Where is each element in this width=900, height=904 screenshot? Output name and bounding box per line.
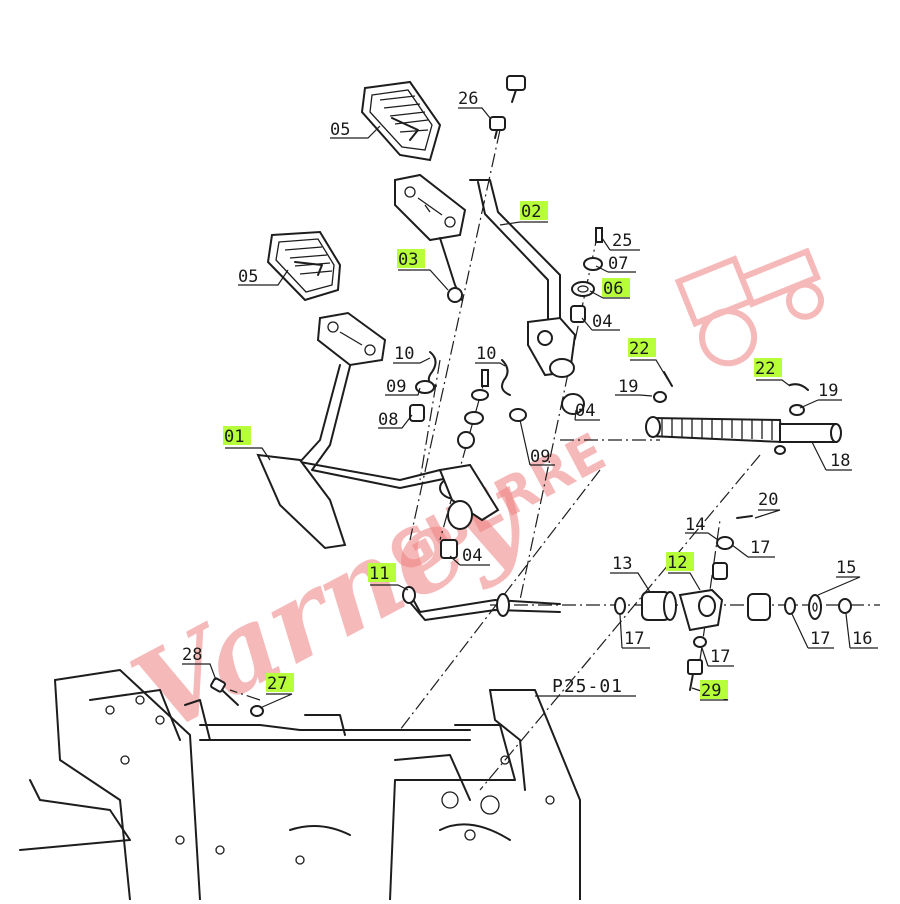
callout-washer-17d: 17 — [810, 629, 830, 649]
callout-washer-09b: 09 — [530, 447, 550, 467]
callout-pad-lower: 05 — [238, 267, 258, 287]
pedal-01-part — [256, 364, 500, 550]
callout-pin-25: 25 — [612, 231, 632, 251]
rod-11-part — [402, 586, 561, 621]
callout-washer-17c: 17 — [710, 647, 730, 667]
callout-washer-19a: 19 — [618, 377, 638, 397]
callout-bolt-top: 26 — [458, 89, 478, 109]
callout-washer-27: 27 — [267, 674, 287, 694]
callout-bush-13: 13 — [612, 554, 632, 574]
callout-nut-16: 16 — [852, 629, 872, 649]
callout-washer-19b: 19 — [818, 381, 838, 401]
callout-washer-15: 15 — [836, 558, 856, 578]
callout-bush-04c: 04 — [462, 546, 482, 566]
arm-02-part — [469, 179, 577, 378]
callout-plate-03: 03 — [398, 250, 418, 270]
callout-pin-22b: 22 — [755, 359, 775, 379]
reference-code-label: P25-01 — [552, 676, 623, 697]
callout-washer-06: 06 — [603, 279, 623, 299]
callout-bolt-29: 29 — [701, 681, 721, 701]
callout-pin-20: 20 — [758, 490, 778, 510]
callout-bush-04a: 04 — [592, 312, 612, 332]
frame-part — [19, 669, 581, 901]
leader-lines — [182, 107, 878, 709]
right-assembly-parts — [614, 515, 852, 691]
callout-washer-09a: 09 — [386, 377, 406, 397]
callout-rod-11: 11 — [369, 564, 389, 584]
callout-arm-02: 02 — [521, 202, 541, 222]
bolt-top-part — [489, 75, 526, 139]
shaft-18-part — [645, 371, 842, 455]
pedal-pad-upper — [360, 80, 442, 162]
callout-labels: 05 26 02 03 05 25 07 06 04 10 10 09 08 0… — [182, 89, 872, 701]
callout-bolt-28: 28 — [182, 645, 202, 665]
callout-bush-14: 14 — [685, 515, 705, 535]
callout-pedal-01: 01 — [224, 427, 244, 447]
pedal-pad-lower — [266, 230, 342, 302]
callout-shaft-18: 18 — [830, 451, 850, 471]
callout-pin-22a: 22 — [629, 339, 649, 359]
callout-bush-08: 08 — [378, 410, 398, 430]
bolt-28-27-parts — [210, 677, 264, 717]
callout-washer-07: 07 — [608, 254, 628, 274]
center-lines — [229, 129, 880, 791]
tractor-logo — [674, 247, 824, 367]
callout-bush-04b: 04 — [575, 401, 595, 421]
callout-pad-upper: 05 — [330, 120, 350, 140]
callout-washer-17a: 17 — [750, 538, 770, 558]
callout-lever-12: 12 — [667, 553, 687, 573]
pedal-plate-lower — [316, 311, 387, 367]
callout-spring-10a: 10 — [394, 344, 414, 364]
middle-column-parts — [409, 351, 527, 559]
pedal-plate-upper — [394, 173, 467, 303]
callout-washer-17b: 17 — [624, 629, 644, 649]
callout-spring-10b: 10 — [476, 344, 496, 364]
